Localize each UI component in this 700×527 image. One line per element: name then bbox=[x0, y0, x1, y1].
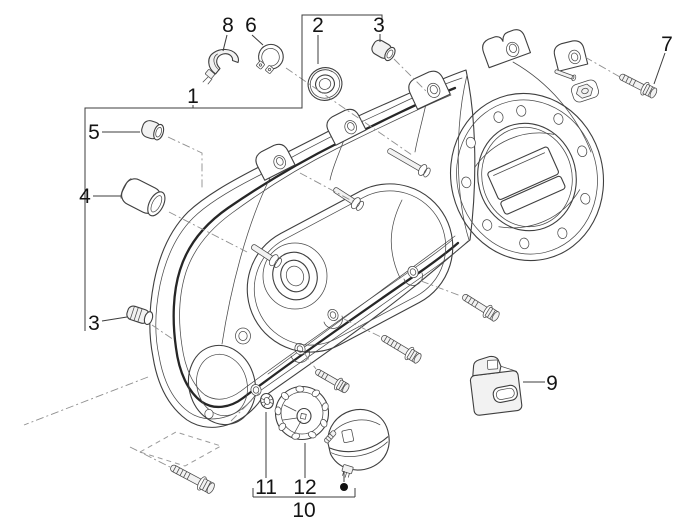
callout-labels: 8 6 2 3 7 5 4 1 3 9 11 12 10 bbox=[79, 14, 673, 522]
edge-bolt-2 bbox=[381, 334, 422, 364]
bolt-7 bbox=[619, 73, 658, 99]
oval-recess bbox=[246, 183, 454, 353]
assembly-axes bbox=[23, 56, 621, 468]
cover-body bbox=[149, 61, 592, 428]
callout-4: 4 bbox=[79, 185, 91, 208]
callout-10: 10 bbox=[292, 499, 315, 522]
callout-leaders bbox=[84, 14, 666, 498]
long-bolt bbox=[170, 464, 215, 494]
mounting-lugs bbox=[255, 29, 589, 181]
bearing-boss bbox=[262, 242, 328, 310]
callout-3-top: 3 bbox=[373, 14, 385, 37]
callout-6: 6 bbox=[245, 14, 257, 37]
ribbed-cover-12 bbox=[274, 385, 330, 441]
cover-studs bbox=[251, 69, 577, 268]
washer-11 bbox=[260, 392, 274, 410]
dome-cap bbox=[324, 409, 390, 478]
callout-12: 12 bbox=[293, 476, 316, 499]
edge-bolt-3 bbox=[315, 369, 350, 394]
callout-8: 8 bbox=[222, 14, 234, 37]
edge-bolt-1 bbox=[462, 294, 500, 322]
callout-9: 9 bbox=[546, 372, 558, 395]
callout-7: 7 bbox=[661, 33, 673, 56]
cover-scallops bbox=[274, 385, 329, 440]
nut-upper-3 bbox=[371, 39, 396, 62]
kickstart-boss bbox=[187, 327, 262, 426]
stud-lower-3 bbox=[126, 305, 154, 326]
nut-5 bbox=[141, 120, 165, 141]
bullet-marker bbox=[340, 483, 348, 491]
bracket-part-10 bbox=[252, 488, 356, 498]
clamp-part bbox=[202, 48, 240, 85]
flange-lug-bolt bbox=[571, 79, 599, 103]
bracket-part-1 bbox=[84, 14, 383, 331]
callout-2: 2 bbox=[312, 14, 324, 37]
rubber-block-9 bbox=[469, 355, 523, 416]
callout-3-left: 3 bbox=[88, 312, 100, 335]
drive-flange bbox=[449, 92, 605, 262]
bushing-4 bbox=[120, 178, 166, 217]
flange-bolt-holes bbox=[461, 105, 591, 250]
cap-clip bbox=[324, 430, 337, 444]
callout-5: 5 bbox=[88, 121, 100, 144]
circlip-part bbox=[256, 43, 284, 74]
callout-1: 1 bbox=[187, 85, 199, 108]
callout-11: 11 bbox=[255, 476, 277, 499]
phantom-outline bbox=[138, 431, 223, 467]
flange-vent bbox=[474, 132, 581, 229]
